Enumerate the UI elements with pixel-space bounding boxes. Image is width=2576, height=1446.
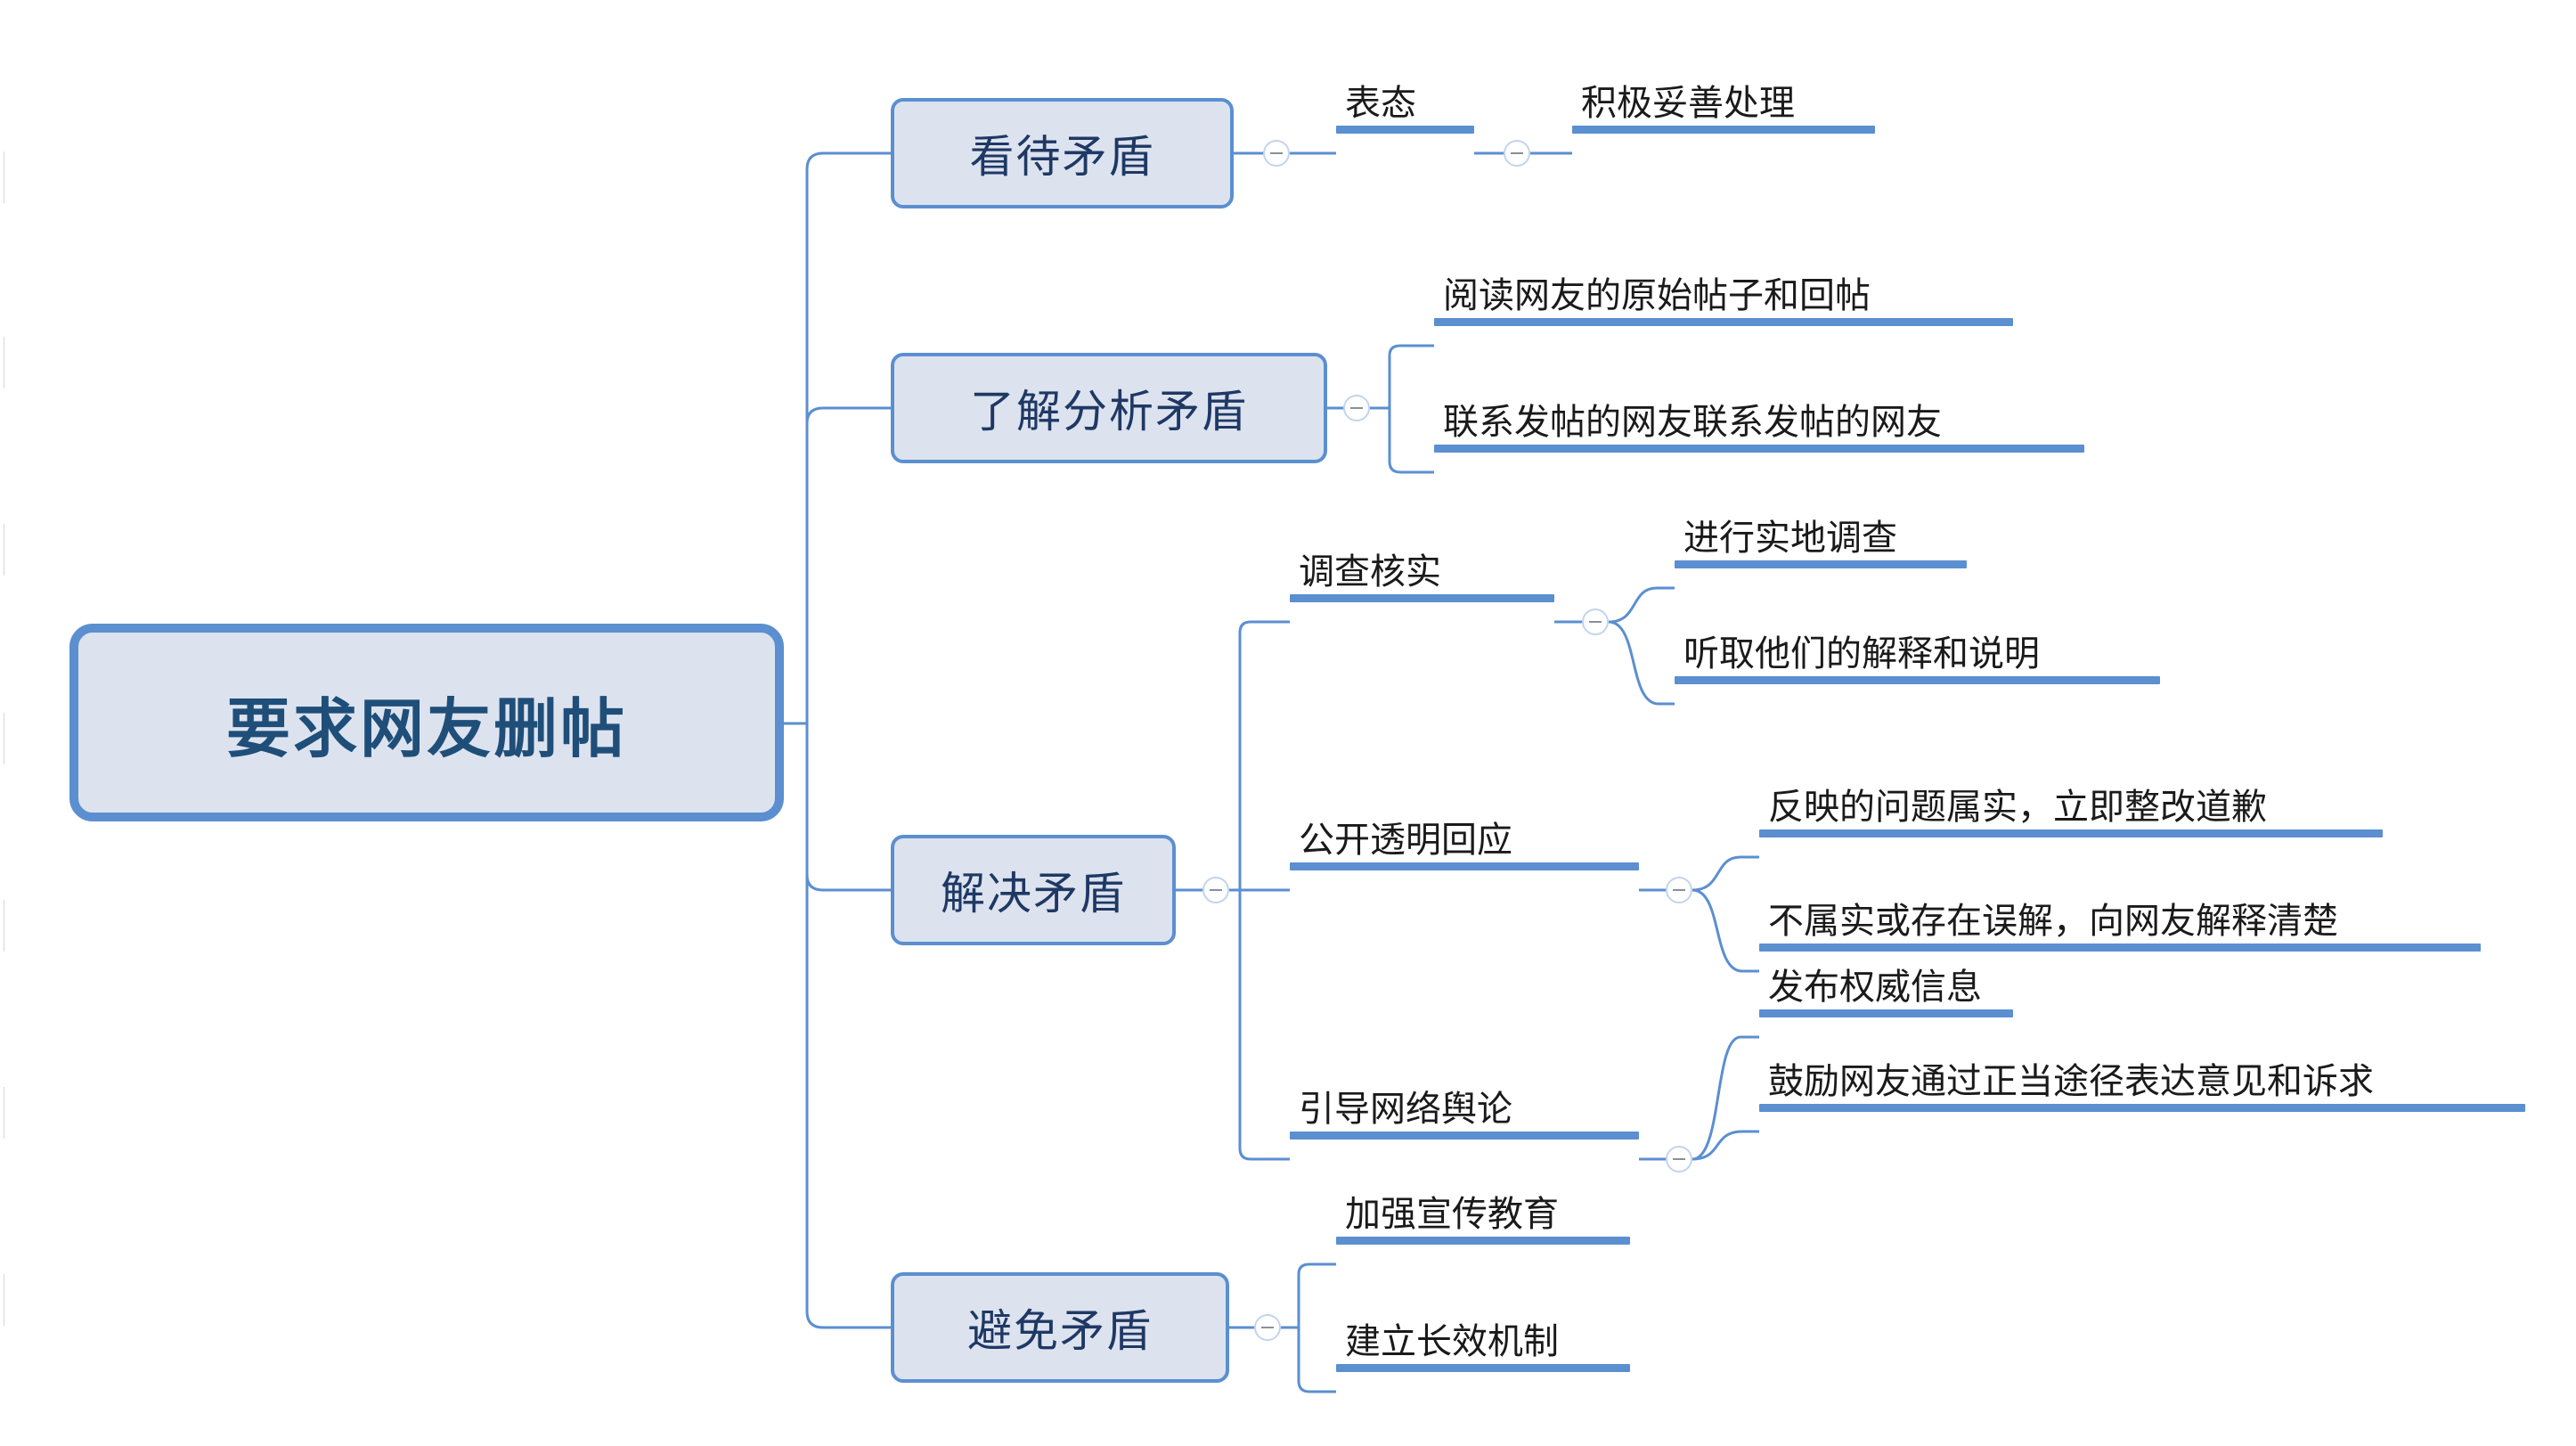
leaf-underline [1290, 594, 1554, 602]
leaf-diaocha-heshi-label: 调查核实 [1299, 552, 1441, 592]
leaf-guli-wangyou-biaoda[interactable]: 鼓励网友通过正当途径表达意见和诉求 [1759, 1064, 2525, 1112]
leaf-tingqu-jieshi-label: 听取他们的解释和说明 [1683, 634, 2040, 674]
leaf-jiaqiang-xuanchuan-jiaoyu-label: 加强宣传教育 [1345, 1195, 1559, 1234]
minus-icon [1270, 152, 1283, 154]
leaf-underline [1336, 1364, 1630, 1372]
leaf-gongkai-touming-huiying-label: 公开透明回应 [1299, 821, 1512, 860]
leaf-underline [1675, 560, 1967, 568]
collapse-toggle-branch-2[interactable] [1343, 395, 1370, 421]
leaf-guli-wangyou-biaoda-label: 鼓励网友通过正当途径表达意见和诉求 [1768, 1062, 2374, 1101]
minus-icon [1261, 1327, 1274, 1328]
leaf-jinxing-shidi-diaocha[interactable]: 进行实地调查 [1675, 520, 1967, 568]
leaf-bushushi-wujie[interactable]: 不属实或存在误解，向网友解释清楚 [1759, 903, 2481, 952]
leaf-underline [1290, 1131, 1639, 1140]
collapse-toggle-diaocha-heshi[interactable] [1582, 609, 1609, 635]
leaf-jinxing-shidi-diaocha-label: 进行实地调查 [1683, 519, 1897, 558]
collapse-toggle-biaotai[interactable] [1504, 140, 1530, 167]
leaf-yindao-wangluo-yulun[interactable]: 引导网络舆论 [1290, 1091, 1639, 1140]
root-node-label: 要求网友删帖 [225, 693, 627, 765]
branch-node-1[interactable]: 看待矛盾 [891, 98, 1234, 208]
leaf-lianxi-fatie-wangyou-label: 联系发帖的网友联系发帖的网友 [1443, 403, 1942, 442]
leaf-yindao-wangluo-yulun-label: 引导网络舆论 [1299, 1090, 1512, 1129]
root-node[interactable]: 要求网友删帖 [69, 624, 784, 821]
collapse-toggle-branch-4[interactable] [1254, 1314, 1281, 1341]
leaf-underline [1759, 944, 2481, 952]
leaf-biaotai-label: 表态 [1345, 84, 1416, 123]
branch-node-3-label: 解决矛盾 [941, 869, 1126, 919]
leaf-underline [1336, 1237, 1630, 1245]
branch-node-1-label: 看待矛盾 [969, 132, 1155, 182]
minus-icon [1210, 889, 1222, 891]
collapse-toggle-branch-3[interactable] [1202, 877, 1229, 903]
branch-node-2-label: 了解分析矛盾 [970, 387, 1248, 437]
branch-node-4[interactable]: 避免矛盾 [891, 1272, 1229, 1383]
leaf-underline [1290, 862, 1639, 870]
leaf-underline [1759, 1009, 2013, 1017]
leaf-diaocha-heshi[interactable]: 调查核实 [1290, 554, 1554, 602]
leaf-lianxi-fatie-wangyou[interactable]: 联系发帖的网友联系发帖的网友 [1434, 404, 2084, 453]
leaf-bushushi-wujie-label: 不属实或存在误解，向网友解释清楚 [1768, 902, 2338, 941]
leaf-jianli-changxiao-jizhi[interactable]: 建立长效机制 [1336, 1324, 1630, 1372]
collapse-toggle-branch-1[interactable] [1263, 140, 1290, 167]
leaf-gongkai-touming-huiying[interactable]: 公开透明回应 [1290, 822, 1639, 870]
leaf-underline [1759, 1104, 2525, 1112]
leaf-underline [1675, 676, 2160, 684]
leaf-jianli-changxiao-jizhi-label: 建立长效机制 [1345, 1322, 1559, 1361]
leaf-biaotai[interactable]: 表态 [1336, 86, 1474, 134]
leaf-jijituoshanchuli-label: 积极妥善处理 [1581, 84, 1795, 123]
minus-icon [1673, 1158, 1685, 1160]
leaf-yuedu-yuanshitiezi-label: 阅读网友的原始帖子和回帖 [1443, 276, 1871, 315]
branch-node-3[interactable]: 解决矛盾 [891, 835, 1176, 945]
leaf-jijituoshanchuli[interactable]: 积极妥善处理 [1572, 86, 1875, 134]
leaf-fabu-quanwei-xinxi[interactable]: 发布权威信息 [1759, 969, 2013, 1017]
leaf-jiaqiang-xuanchuan-jiaoyu[interactable]: 加强宣传教育 [1336, 1197, 1630, 1245]
leaf-underline [1434, 445, 2084, 453]
minus-icon [1350, 407, 1363, 409]
leaf-underline [1759, 829, 2383, 837]
collapse-toggle-gongkai-touming-huiying[interactable] [1666, 877, 1692, 903]
minus-icon [1511, 152, 1523, 154]
branch-node-4-label: 避免矛盾 [967, 1306, 1153, 1356]
leaf-wenti-shushi-zhenggai-label: 反映的问题属实，立即整改道歉 [1768, 788, 2267, 827]
minus-icon [1589, 621, 1602, 623]
leaf-yuedu-yuanshitiezi[interactable]: 阅读网友的原始帖子和回帖 [1434, 278, 2013, 326]
branch-node-2[interactable]: 了解分析矛盾 [891, 353, 1327, 463]
collapse-toggle-yindao-wangluo-yulun[interactable] [1666, 1146, 1692, 1172]
leaf-wenti-shushi-zhenggai[interactable]: 反映的问题属实，立即整改道歉 [1759, 789, 2383, 837]
leaf-fabu-quanwei-xinxi-label: 发布权威信息 [1768, 968, 1982, 1007]
leaf-underline [1434, 318, 2013, 326]
leaf-tingqu-jieshi[interactable]: 听取他们的解释和说明 [1675, 636, 2160, 684]
leaf-underline [1572, 126, 1875, 134]
minus-icon [1673, 889, 1685, 891]
leaf-underline [1336, 126, 1474, 134]
